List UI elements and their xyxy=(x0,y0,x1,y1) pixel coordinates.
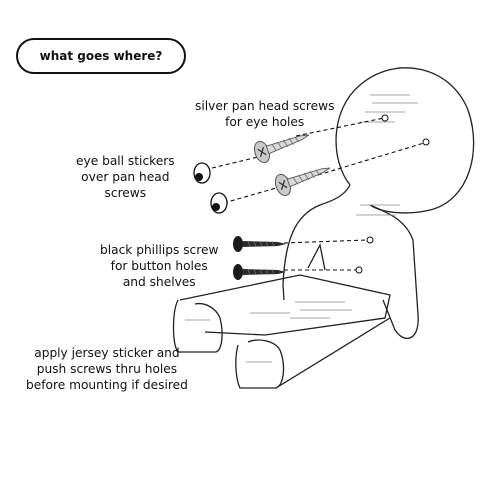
eyeball-sticker-icon xyxy=(210,192,228,214)
jersey-note-label: apply jersey sticker and push screws thr… xyxy=(26,345,188,393)
eyeball-sticker-icon xyxy=(193,162,211,184)
eye-stickers-line-2: over pan head xyxy=(81,170,170,184)
title-pill: what goes where? xyxy=(16,38,186,74)
silver-screws-label: silver pan head screws for eye holes xyxy=(195,98,334,130)
hole-marks xyxy=(355,114,430,274)
body-tab xyxy=(307,243,326,271)
figure-outline xyxy=(172,67,475,389)
right-foot xyxy=(235,339,285,389)
black-phillips-screw-icon xyxy=(233,236,286,252)
silver-screws-line-1: silver pan head screws xyxy=(195,99,335,113)
eye-stickers-label: eye ball stickers over pan head screws xyxy=(76,153,175,201)
guide-eye-bottom xyxy=(223,185,284,204)
base-platform xyxy=(179,274,391,336)
black-screws-line-3: and shelves xyxy=(122,275,196,289)
right-edge xyxy=(275,317,391,389)
black-screws-label: black phillips screw for button holes an… xyxy=(100,242,218,290)
guide-silver-bottom xyxy=(317,142,425,176)
jersey-note-line-1: apply jersey sticker and xyxy=(34,346,180,360)
guide-eye-top xyxy=(211,156,259,169)
jersey-note-line-3: before mounting if desired xyxy=(26,378,188,392)
page-title: what goes where? xyxy=(39,49,163,63)
hole-shelf xyxy=(355,266,363,274)
silver-pan-head-screw-icon xyxy=(253,134,310,164)
black-screws-line-1: black phillips screw xyxy=(100,243,219,257)
figure-body xyxy=(282,184,419,340)
hole-eye-right xyxy=(422,138,430,146)
jersey-note-line-2: push screws thru holes xyxy=(36,362,178,376)
silver-screws-line-2: for eye holes xyxy=(225,115,305,129)
silver-pan-head-screw-icon xyxy=(274,167,331,197)
guide-silver-top xyxy=(295,117,385,137)
hole-button xyxy=(366,236,374,244)
guide-black-top xyxy=(283,239,369,244)
eye-stickers-line-1: eye ball stickers xyxy=(76,154,175,168)
figure-head xyxy=(335,67,475,214)
eye-stickers-line-3: screws xyxy=(104,186,147,200)
black-screws-line-2: for button holes xyxy=(110,259,208,273)
black-phillips-screw-icon xyxy=(233,264,286,280)
guide-lines xyxy=(211,117,425,271)
hole-eye-left xyxy=(381,114,389,122)
hatching xyxy=(185,94,418,363)
left-foot xyxy=(172,299,223,353)
